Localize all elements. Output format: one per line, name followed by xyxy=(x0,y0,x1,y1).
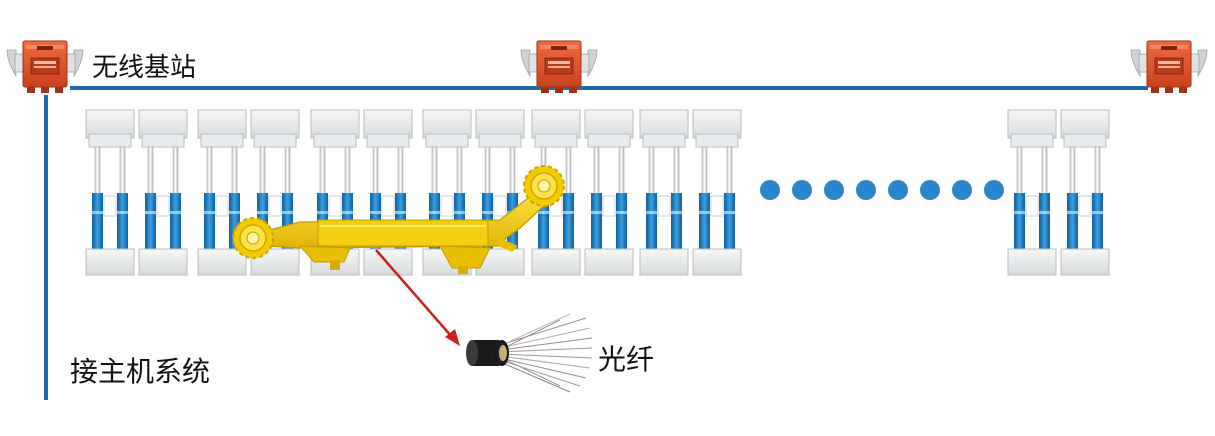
roof-support xyxy=(692,109,742,276)
base-station-center xyxy=(520,40,598,94)
roof-support xyxy=(1007,109,1057,276)
fiber-optic-cable xyxy=(466,313,593,393)
shearer-drum-left xyxy=(232,217,274,259)
continuation-dot xyxy=(856,180,876,200)
continuation-dot xyxy=(888,180,908,200)
base-station-label: 无线基站 xyxy=(92,53,197,83)
roof-support xyxy=(639,109,689,276)
roof-support xyxy=(363,109,413,276)
base-station-right xyxy=(1130,40,1208,94)
fiber-label: 光纤 xyxy=(598,343,655,376)
shearer xyxy=(232,165,565,274)
fiber-arrow xyxy=(375,249,460,346)
base-station-left xyxy=(6,40,84,94)
continuation-dot xyxy=(952,180,972,200)
shearer-drum-right xyxy=(523,165,565,207)
continuation-dot xyxy=(824,180,844,200)
continuation-dot xyxy=(792,180,812,200)
continuation-dots xyxy=(760,180,1004,200)
roof-support xyxy=(85,109,135,276)
continuation-dot xyxy=(984,180,1004,200)
roof-support xyxy=(138,109,188,276)
continuation-dot xyxy=(760,180,780,200)
roof-support xyxy=(584,109,634,276)
roof-support xyxy=(1060,109,1110,276)
host-system-label: 接主机系统 xyxy=(70,355,211,388)
continuation-dot xyxy=(920,180,940,200)
